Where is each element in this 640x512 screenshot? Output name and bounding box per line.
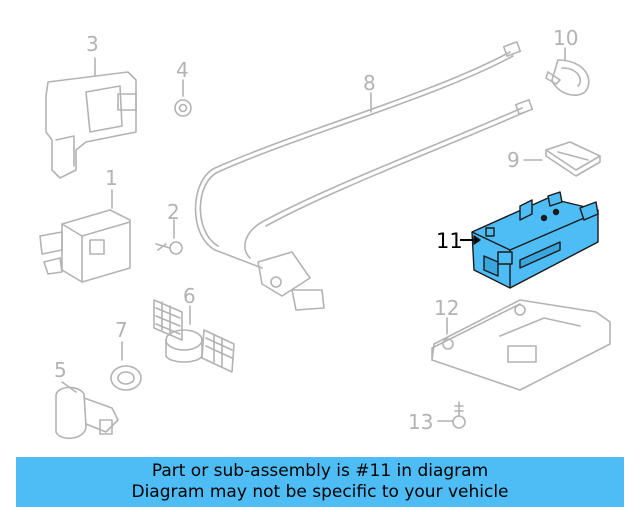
- callout-7: 7: [115, 318, 128, 342]
- part-12-tray: [431, 299, 611, 391]
- banner-line-1: Part or sub-assembly is #11 in diagram: [151, 461, 489, 481]
- callout-2: 2: [167, 200, 180, 224]
- callout-4: 4: [176, 58, 189, 82]
- part-6-bracket: [153, 299, 235, 373]
- part-7-ring: [110, 341, 142, 391]
- part-13-bolt: [437, 401, 466, 429]
- callout-8: 8: [363, 71, 376, 95]
- part-2-screw: [155, 219, 183, 255]
- callout-3: 3: [86, 32, 99, 56]
- callout-1: 1: [105, 166, 118, 190]
- callout-11: 11: [436, 229, 463, 253]
- info-banner: Part or sub-assembly is #11 in diagram D…: [16, 457, 624, 507]
- parts-diagram: [39, 41, 611, 439]
- part-11-module-highlighted: [460, 191, 599, 289]
- part-10-strap: [545, 47, 590, 96]
- callout-12: 12: [434, 296, 460, 320]
- part-9-clip: [523, 141, 601, 177]
- callout-5: 5: [54, 358, 67, 382]
- part-8-harness: [194, 41, 534, 311]
- part-3-bracket: [45, 57, 137, 179]
- callout-9: 9: [507, 148, 520, 172]
- banner-line-2: Diagram may not be specific to your vehi…: [131, 482, 509, 502]
- part-4-grommet: [174, 79, 192, 117]
- part-5-sensor: [55, 381, 119, 439]
- callout-6: 6: [183, 284, 196, 308]
- callout-13: 13: [408, 410, 434, 434]
- callout-10: 10: [553, 26, 579, 50]
- part-1-module: [39, 189, 131, 283]
